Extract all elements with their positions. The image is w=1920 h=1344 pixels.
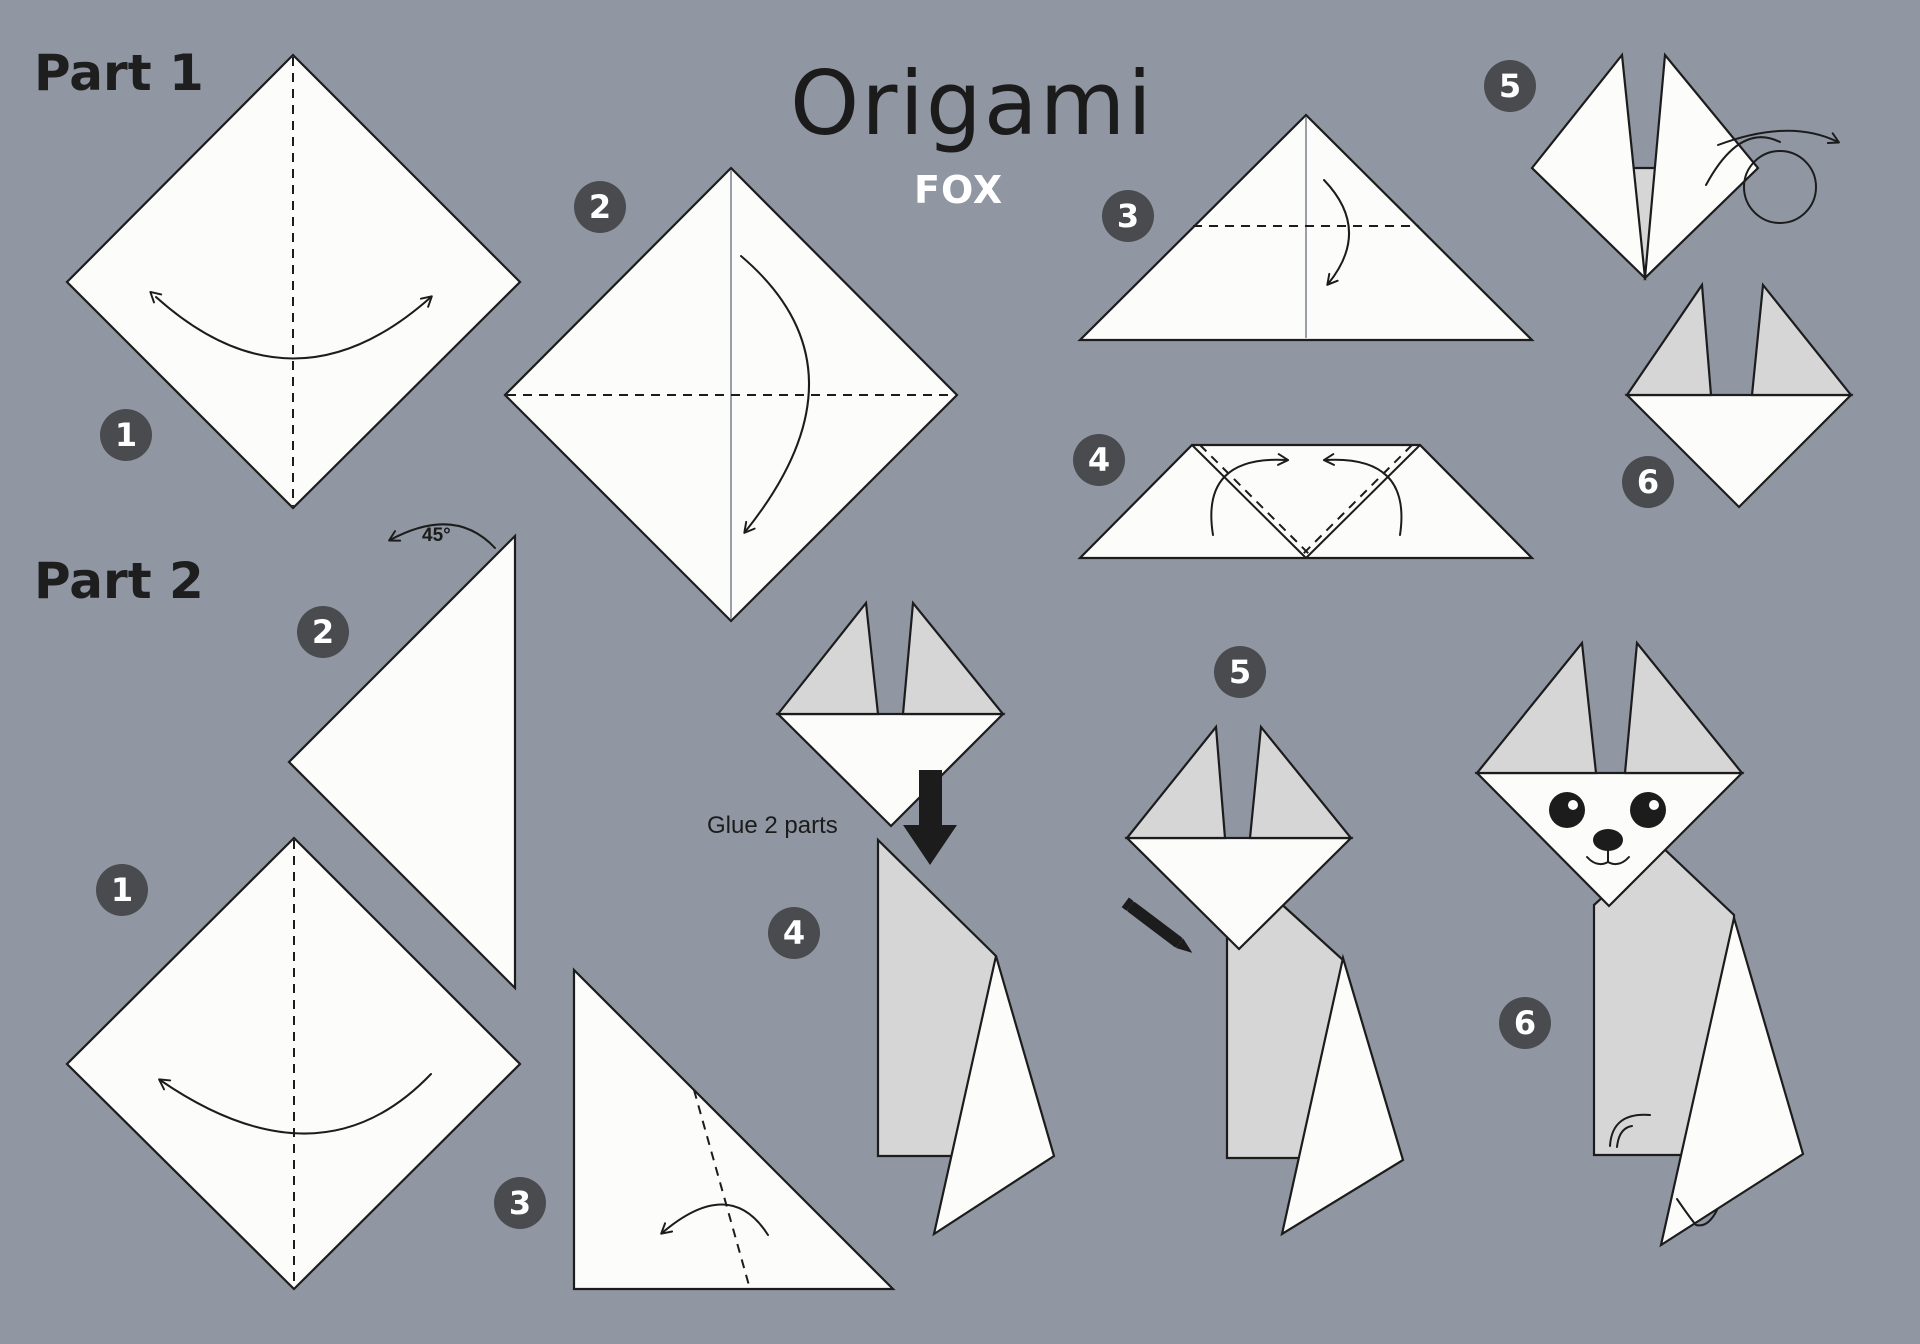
p1-step-2-badge: 2 [574, 181, 626, 233]
p1-step-5-folded [1530, 52, 1840, 281]
p2-step-3-badge: 3 [494, 1177, 546, 1229]
part-2-heading: Part 2 [34, 552, 204, 610]
p2-step-4-badge: 4 [768, 907, 820, 959]
p1-step-6-badge: 6 [1622, 456, 1674, 508]
p2-step-2-badge: 2 [297, 606, 349, 658]
fold-arrow-icon [1322, 453, 1403, 536]
angle-annotation: 45° [422, 525, 451, 546]
p2-step-6-fox [1474, 640, 1805, 1248]
eye-icon [1630, 792, 1666, 828]
p1-step-6-fox-head [1624, 281, 1854, 509]
fold-arrow-icon [740, 255, 810, 534]
p2-step-3-triangle [572, 967, 896, 1291]
pencil-icon [1121, 897, 1193, 953]
fold-arrow-icon [388, 523, 496, 549]
fold-arrow-icon [1717, 129, 1840, 146]
p1-step-5-badge: 5 [1484, 60, 1536, 112]
p2-step-2-triangle [287, 523, 517, 991]
fold-arrow-icon [1323, 179, 1350, 286]
p2-step-5-badge: 5 [1214, 646, 1266, 698]
p1-step-1-square [65, 53, 522, 510]
p2-step-1-square [65, 836, 522, 1291]
eye-icon [1549, 792, 1585, 828]
p1-step-1-badge: 1 [100, 409, 152, 461]
fold-arrow-icon [1705, 136, 1781, 186]
nose-icon [1593, 829, 1623, 851]
p2-step-1-badge: 1 [96, 864, 148, 916]
part-1-heading: Part 1 [34, 44, 204, 102]
fold-arrow-icon [1210, 453, 1290, 536]
p2-step-6-badge: 6 [1499, 997, 1551, 1049]
page-title: Origami [790, 52, 1154, 155]
p1-step-3-badge: 3 [1102, 190, 1154, 242]
p2-step-5-body [1121, 724, 1405, 1237]
glue-instruction: Glue 2 parts [707, 812, 838, 839]
p1-step-3-triangle [1077, 113, 1535, 342]
page-subtitle: FOX [914, 168, 1004, 212]
p2-step-4-body [775, 600, 1056, 1237]
fold-arrow-icon [660, 1203, 769, 1236]
fold-arrow-icon [158, 1073, 432, 1135]
p1-step-4-trapezoid [1077, 443, 1535, 560]
p1-step-4-badge: 4 [1073, 434, 1125, 486]
down-arrow-icon [903, 770, 957, 865]
fold-arrow-icon [149, 290, 433, 360]
p1-step-2-square [503, 166, 959, 623]
